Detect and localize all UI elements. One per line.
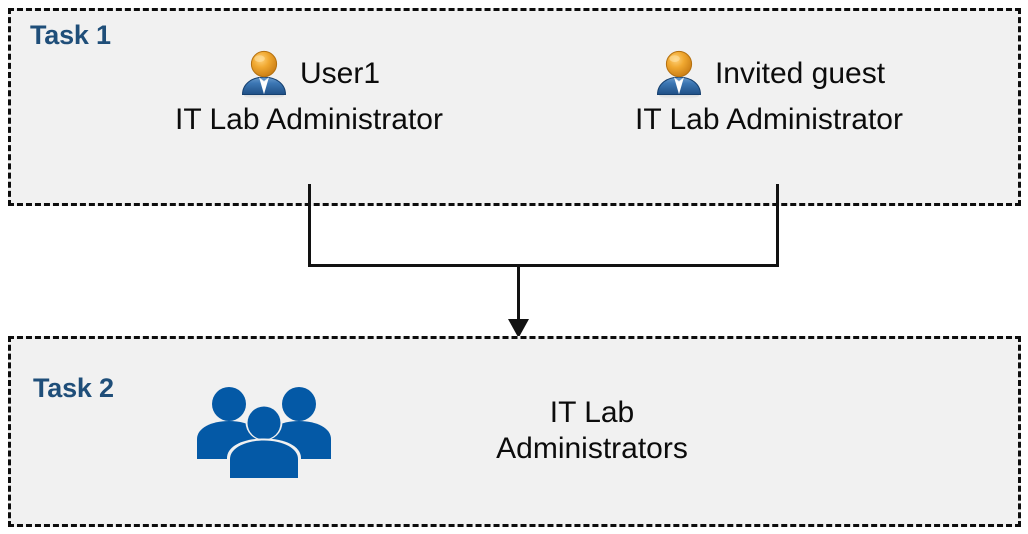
person-user1: User1 IT Lab Administrator [128, 48, 490, 138]
person-invited-guest: Invited guest IT Lab Administrator [588, 48, 950, 138]
group-label-line1: IT Lab [549, 395, 635, 429]
person-user1-name: User1 [299, 57, 381, 91]
group-it-lab-administrators: IT Lab Administrators [196, 378, 896, 483]
group-label: IT Lab Administrators [442, 395, 742, 467]
group-of-people-icon [196, 378, 332, 483]
person-user1-role: IT Lab Administrator [175, 103, 443, 136]
person-invited-guest-row: Invited guest [588, 48, 950, 100]
person-invited-guest-name: Invited guest [714, 57, 886, 91]
task-1-box [8, 8, 1021, 206]
task-1-label: Task 1 [30, 20, 111, 50]
user-icon [238, 48, 290, 100]
task-2-label: Task 2 [33, 373, 114, 403]
user-icon [653, 48, 705, 100]
group-label-line2: Administrators [496, 431, 688, 465]
person-user1-row: User1 [128, 48, 490, 100]
task-2-box [8, 336, 1021, 527]
person-invited-guest-role: IT Lab Administrator [635, 103, 903, 136]
